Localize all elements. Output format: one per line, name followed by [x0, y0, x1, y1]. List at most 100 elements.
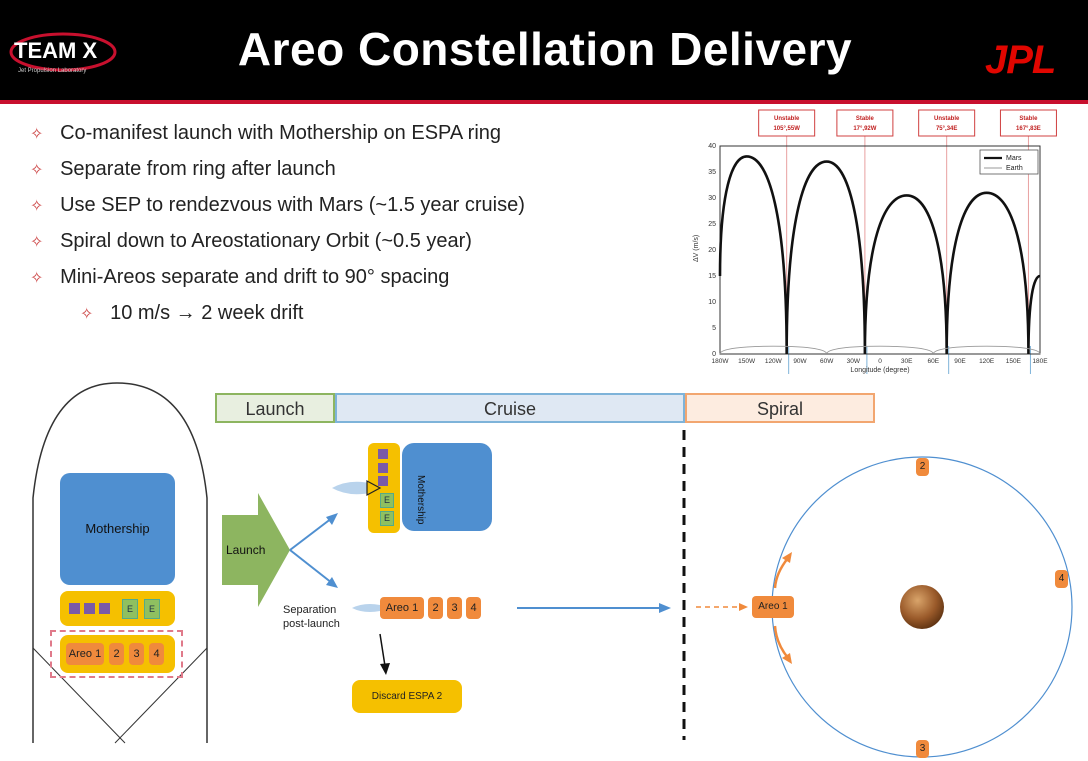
legend-label: Earth: [1006, 165, 1023, 172]
bullet-item: ✧ Mini-Areos separate and drift to 90° s…: [30, 266, 450, 288]
annotation-value: 167°,83E: [1016, 126, 1041, 132]
orbit-areo-1: Areo 1: [752, 596, 794, 618]
jpl-logo: JPL: [985, 38, 1056, 82]
areo-satellite: 4: [466, 597, 481, 619]
bullet-item: ✧ Separate from ring after launch: [30, 158, 336, 180]
areo-satellite: Areo 1: [66, 643, 104, 665]
bullet-item: ✧ Co-manifest launch with Mothership on …: [30, 122, 502, 144]
y-tick-label: 15: [708, 273, 716, 280]
bullet-item: ✧ Spiral down to Areostationary Orbit (~…: [30, 230, 472, 252]
mini-payload: [69, 603, 80, 614]
cruise-arrow: [517, 603, 671, 613]
delta-v-chart: Unstable105°,55WStable17°,92WUnstable75°…: [693, 109, 1057, 374]
upper-mothership: Mothership: [402, 443, 492, 531]
x-tick-label: 90W: [793, 358, 807, 365]
annotation-box: [836, 109, 894, 137]
y-tick-label: 30: [708, 195, 716, 202]
y-tick-label: 20: [708, 247, 716, 254]
page-title: Areo Constellation Delivery: [237, 23, 853, 75]
e-module: E: [380, 493, 394, 508]
x-tick-label: 150E: [1006, 358, 1022, 365]
bullet-star-icon: ✧: [80, 306, 94, 323]
annotation-box: [758, 109, 816, 137]
launch-arrow-label: Launch: [226, 543, 265, 557]
x-tick-label: 0: [878, 358, 882, 365]
header-divider: [0, 100, 1088, 104]
annotation-title: Unstable: [934, 116, 960, 122]
e-module: E: [380, 511, 394, 526]
fairing-espa-ring: E E: [60, 591, 175, 626]
drift-arrow-icon: [782, 653, 792, 664]
annotation-box: [999, 109, 1057, 137]
areo-satellite: 4: [149, 643, 164, 665]
x-tick-label: 30W: [847, 358, 861, 365]
bullet-star-icon: ✧: [30, 162, 44, 179]
annotation-box: [918, 109, 976, 137]
discard-arrow: [379, 633, 390, 675]
areo-satellite: 3: [447, 597, 462, 619]
x-tick-label: 30E: [901, 358, 913, 365]
hall-thruster-icon: [366, 479, 382, 497]
header-bar: [0, 0, 1088, 100]
legend-label: Mars: [1006, 155, 1022, 162]
team-x-text: TEAM X: [14, 38, 97, 63]
x-tick-label: 150W: [738, 358, 756, 365]
mini-payload: [84, 603, 95, 614]
x-axis-label: Longitude (degree): [850, 367, 909, 374]
y-axis-label: ΔV (m/s): [693, 235, 700, 262]
x-tick-label: 120E: [979, 358, 995, 365]
y-tick-label: 25: [708, 221, 716, 228]
fairing-espa2-ring: Areo 1 2 3 4: [60, 635, 175, 673]
areo-satellite: 2: [428, 597, 443, 619]
mars-planet-icon: [900, 585, 944, 629]
x-tick-label: 60E: [928, 358, 940, 365]
phase-spiral-bar: Spiral: [685, 393, 875, 423]
x-tick-label: 60W: [820, 358, 834, 365]
y-tick-label: 5: [712, 325, 716, 332]
x-tick-label: 180E: [1032, 358, 1048, 365]
orbit-areo-4: 4: [1055, 570, 1068, 588]
mini-payload: [378, 449, 388, 459]
launch-arrow: Launch: [222, 493, 338, 607]
sub-bullet-item: ✧ 10 m/s → 2 week drift: [80, 302, 304, 324]
discard-espa-box: Discard ESPA 2: [352, 680, 462, 713]
bullet-list: ✧ Co-manifest launch with Mothership on …: [30, 122, 525, 325]
e-module: E: [144, 599, 160, 619]
annotation-value: 105°,55W: [773, 126, 800, 132]
mars-orbit-diagram: [696, 456, 1073, 758]
series-line-mars: [718, 155, 1041, 355]
mini-payload: [378, 476, 388, 486]
bullet-star-icon: ✧: [30, 270, 44, 287]
fairing-mothership: Mothership: [60, 473, 175, 585]
annotation-title: Stable: [856, 116, 875, 122]
series-line-earth: [719, 345, 1041, 355]
bullet-item: ✧ Use SEP to rendezvous with Mars (~1.5 …: [30, 194, 525, 216]
bullet-star-icon: ✧: [30, 234, 44, 251]
annotation-title: Unstable: [774, 116, 800, 122]
thruster-plume-icon: [332, 481, 374, 495]
y-tick-label: 10: [708, 299, 716, 306]
thruster-plume-icon: [352, 604, 380, 612]
drift-arrow-icon: [782, 552, 792, 563]
upper-espa-ring: E E: [368, 443, 400, 533]
mini-payload: [378, 463, 388, 473]
annotation-value: 17°,92W: [853, 126, 876, 132]
phase-cruise-bar: Cruise: [335, 393, 685, 423]
mini-payload: [99, 603, 110, 614]
x-tick-label: 90E: [954, 358, 966, 365]
orbit-areo-3: 3: [916, 740, 929, 758]
orbit-areo-2: 2: [916, 458, 929, 476]
bullet-star-icon: ✧: [30, 198, 44, 215]
fairing-espa2-outline: [50, 630, 183, 678]
y-tick-label: 0: [712, 351, 716, 358]
y-tick-label: 35: [708, 169, 716, 176]
annotation-title: Stable: [1019, 116, 1038, 122]
phase-launch-bar: Launch: [215, 393, 335, 423]
e-module: E: [122, 599, 138, 619]
bullet-star-icon: ✧: [30, 126, 44, 143]
legend-box: [979, 149, 1039, 175]
phase-divider: [682, 430, 686, 740]
x-tick-label: 180W: [712, 358, 730, 365]
